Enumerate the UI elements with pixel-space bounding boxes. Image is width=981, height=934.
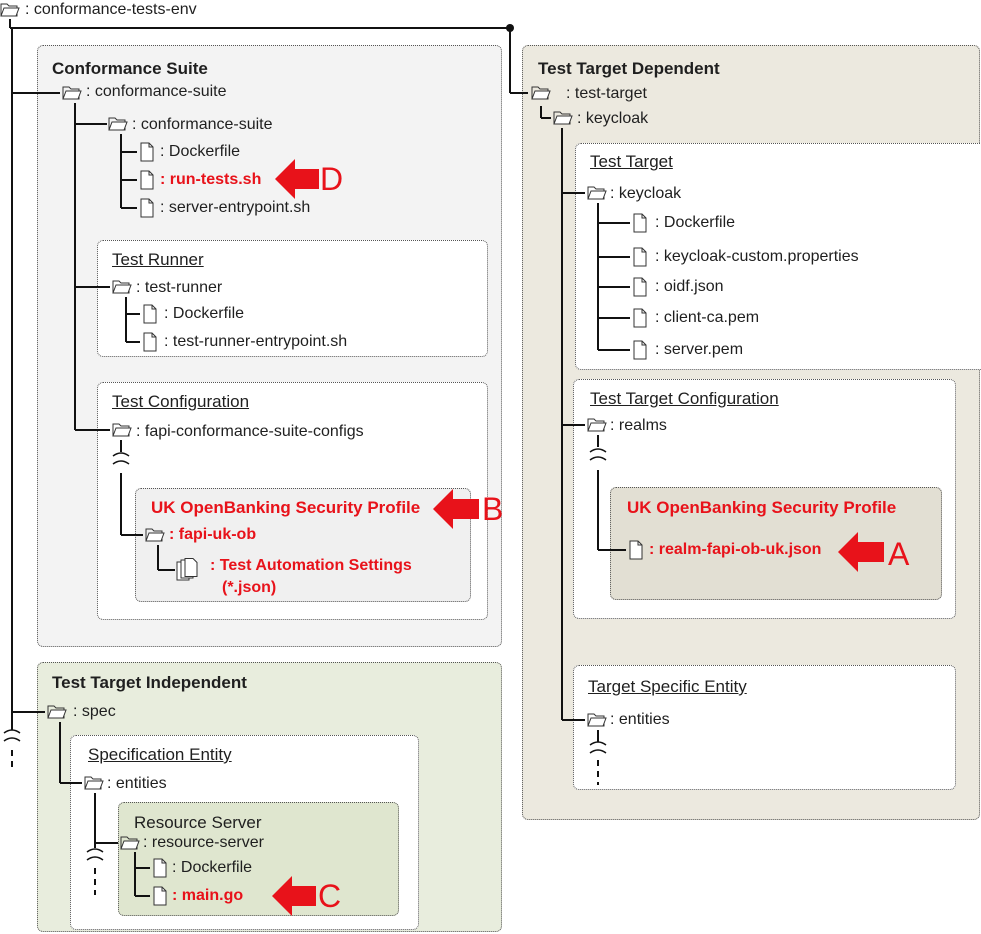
folder-icon — [587, 418, 607, 432]
uk-ob-profile-panel-right — [610, 487, 942, 600]
conformance-suite-heading: Conformance Suite — [52, 59, 208, 78]
target-entities-folder-label: : entities — [610, 711, 670, 728]
folder-icon — [145, 528, 165, 542]
spec-entities-folder-label: : entities — [107, 775, 167, 792]
test-automation-settings-label: : Test Automation Settings — [210, 557, 412, 574]
folder-icon — [0, 3, 20, 17]
folder-icon — [531, 86, 551, 100]
resource-server-heading: Resource Server — [134, 813, 262, 832]
main-go-label: : main.go — [172, 887, 244, 904]
test-target-heading: Test Target — [590, 152, 673, 171]
test-runner-entrypoint-label: : test-runner-entrypoint.sh — [164, 333, 348, 350]
realms-folder-label: : realms — [610, 417, 667, 434]
spec-folder-label: : spec — [73, 703, 116, 720]
file-icon — [633, 277, 647, 297]
resource-server-folder-label: : resource-server — [143, 834, 264, 851]
folder-icon — [47, 705, 67, 719]
file-icon — [140, 198, 154, 218]
folder-icon — [587, 713, 607, 727]
folder-icon — [587, 186, 607, 200]
test-target-keycloak-folder: : keycloak — [610, 185, 682, 202]
file-icon — [143, 304, 157, 324]
uk-ob-profile-heading-right: UK OpenBanking Security Profile — [627, 498, 897, 517]
specification-entity-heading: Specification Entity — [88, 745, 232, 764]
folder-icon — [112, 280, 132, 294]
multiple-files-icon — [176, 558, 198, 581]
keycloak-properties-label: : keycloak-custom.properties — [655, 248, 859, 265]
target-specific-entity-panel — [573, 665, 956, 790]
realm-json-label: : realm-fapi-ob-uk.json — [649, 541, 822, 558]
target-specific-entity-heading: Target Specific Entity — [588, 677, 747, 696]
configs-folder-label: : fapi-conformance-suite-configs — [136, 423, 364, 440]
root-folder-label: : conformance-tests-env — [25, 1, 197, 18]
callout-arrow-icon — [272, 876, 316, 916]
file-icon — [633, 213, 647, 233]
dockerfile-label: : Dockerfile — [160, 143, 241, 160]
callout-d-label: D — [320, 161, 344, 197]
server-entrypoint-label: : server-entrypoint.sh — [160, 199, 311, 216]
test-target-independent-heading: Test Target Independent — [52, 673, 247, 692]
keycloak-dockerfile-label: : Dockerfile — [655, 214, 736, 231]
folder-icon — [112, 423, 132, 437]
file-icon — [140, 142, 154, 162]
fapi-uk-ob-folder-label: : fapi-uk-ob — [169, 526, 257, 543]
folder-icon — [108, 117, 128, 131]
uk-ob-profile-heading-left: UK OpenBanking Security Profile — [151, 498, 421, 517]
file-icon — [153, 886, 167, 906]
test-target-configuration-heading: Test Target Configuration — [590, 389, 779, 408]
file-icon — [633, 247, 647, 267]
uk-ob-profile-panel-left — [135, 488, 471, 602]
file-icon — [140, 170, 154, 190]
keycloak-folder-label: : keycloak — [577, 110, 649, 127]
test-target-dependent-heading: Test Target Dependent — [538, 59, 720, 78]
test-runner-dockerfile-label: : Dockerfile — [164, 305, 245, 322]
file-icon — [143, 332, 157, 352]
client-ca-label: : client-ca.pem — [655, 309, 760, 326]
callout-arrow-icon — [433, 489, 479, 529]
run-tests-label: : run-tests.sh — [160, 171, 262, 188]
test-runner-folder: : test-runner — [136, 279, 223, 296]
test-runner-panel — [97, 240, 488, 357]
file-icon — [633, 308, 647, 328]
callout-b-label: B — [482, 491, 504, 527]
callout-a-label: A — [888, 536, 910, 572]
test-automation-settings-ext-label: (*.json) — [222, 579, 277, 596]
resource-server-dockerfile-label: : Dockerfile — [172, 859, 253, 876]
server-pem-label: : server.pem — [655, 341, 744, 358]
conformance-suite-folder: : conformance-suite — [86, 83, 227, 100]
test-runner-heading: Test Runner — [112, 250, 204, 269]
folder-icon — [62, 86, 82, 100]
folder-icon — [553, 111, 573, 125]
test-configuration-heading: Test Configuration — [112, 392, 250, 411]
callout-arrow-icon — [275, 159, 319, 199]
conformance-suite-subfolder: : conformance-suite — [132, 116, 273, 133]
test-target-folder-label: : test-target — [566, 85, 647, 102]
oidf-json-label: : oidf.json — [655, 278, 724, 295]
file-icon — [629, 540, 643, 560]
callout-arrow-icon — [838, 532, 884, 572]
callout-c-label: C — [318, 878, 342, 914]
file-icon — [153, 858, 167, 878]
folder-icon — [84, 776, 104, 790]
file-icon — [633, 340, 647, 360]
folder-icon — [120, 836, 140, 850]
